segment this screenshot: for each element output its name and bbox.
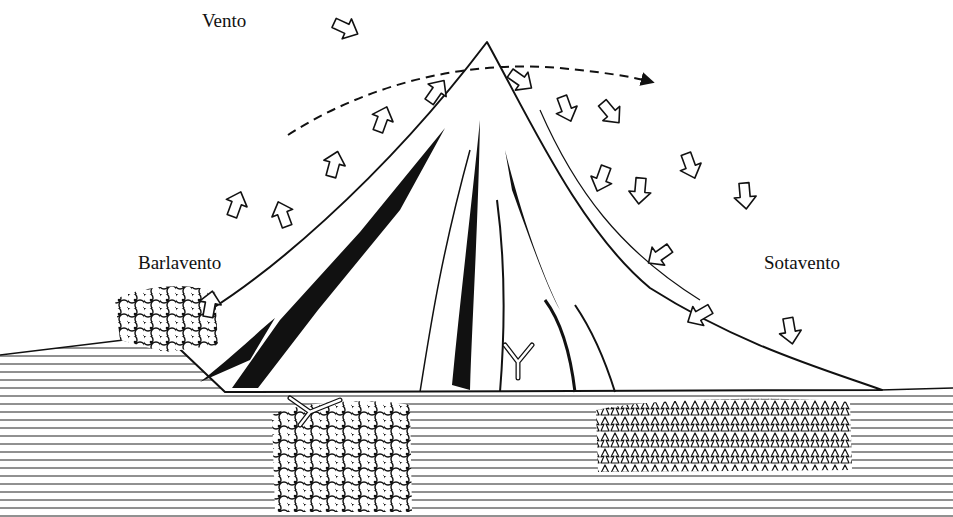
vegetation xyxy=(596,399,852,472)
vegetation xyxy=(272,401,412,512)
wind-label: Vento xyxy=(200,10,248,33)
vegetation xyxy=(115,286,218,352)
air-flow-arrows xyxy=(197,13,803,346)
wind-label: Sotavento xyxy=(762,252,842,275)
mountain xyxy=(165,42,882,392)
wind-label: Barlavento xyxy=(136,252,223,275)
wind-path xyxy=(288,66,652,135)
